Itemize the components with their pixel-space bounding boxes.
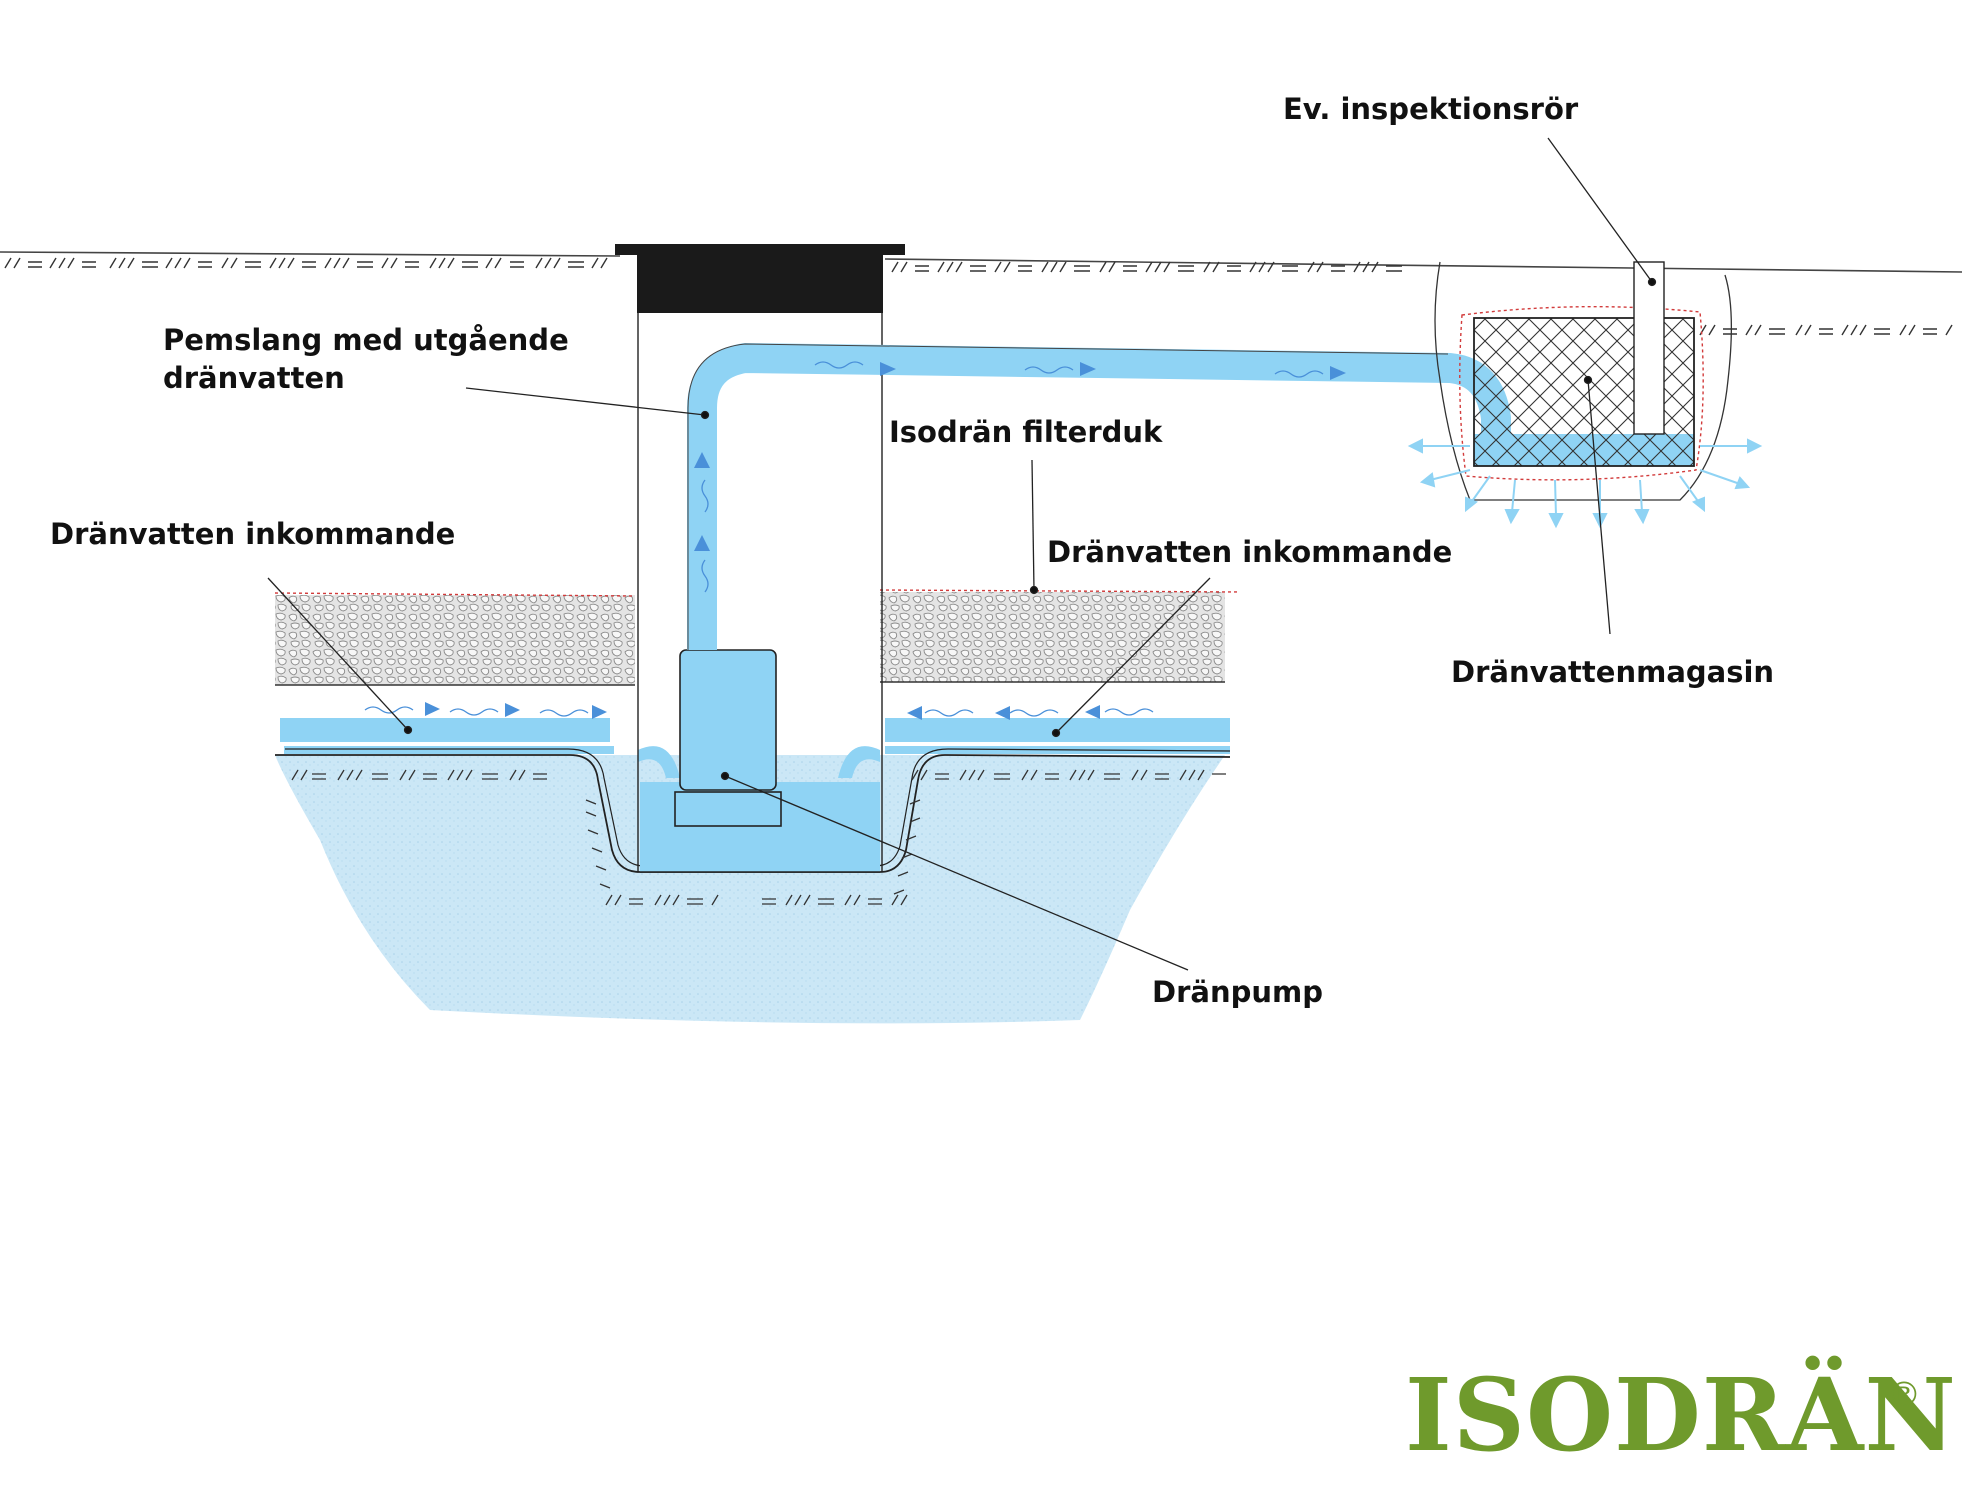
- flow-arrows-hose: [694, 361, 1346, 593]
- gravel-layer-right: [880, 592, 1225, 682]
- hose-edge: [687, 343, 1449, 650]
- drain-band-left-lower: [284, 746, 614, 754]
- isodran-logo: ISODRÄN: [1405, 1356, 1957, 1474]
- well-lid-rim: [615, 244, 905, 255]
- inlet-left: [638, 746, 680, 778]
- drain-band-left: [280, 718, 610, 742]
- registered-mark: ®: [1887, 1375, 1921, 1415]
- drain-pump-body: [679, 649, 777, 791]
- filter-cloth-right: [879, 589, 1241, 593]
- label-incoming-left: Dränvatten inkommande: [50, 517, 456, 551]
- surface-soil-hatching: [4, 257, 1953, 336]
- storage-filter-cloth: [1459, 305, 1704, 481]
- inlet-right: [838, 746, 880, 778]
- ground-soil-hatching: [291, 769, 1226, 906]
- ground-surface-line: [0, 251, 1962, 273]
- storage-excavation: [1434, 261, 1732, 501]
- filter-cloth-left: [274, 592, 636, 597]
- ground-water-body: [275, 755, 1225, 1024]
- label-inspection-pipe: Ev. inspektionsrör: [1283, 92, 1579, 126]
- outflow-arrows: [1407, 438, 1763, 529]
- leader-lines: [267, 137, 1657, 971]
- label-incoming-right: Dränvatten inkommande: [1047, 535, 1453, 569]
- label-hose-line1: Pemslang med utgående: [163, 323, 569, 357]
- drain-pump-base: [674, 791, 782, 827]
- well-lid: [637, 255, 883, 313]
- label-filter-cloth: Isodrän filterduk: [889, 415, 1163, 449]
- flow-arrows-incoming: [364, 702, 1154, 720]
- label-hose-line2: dränvatten: [163, 361, 345, 395]
- inspection-pipe: [1633, 261, 1665, 435]
- label-pump: Dränpump: [1152, 975, 1323, 1009]
- gravel-layer-left: [275, 595, 635, 685]
- label-storage: Dränvattenmagasin: [1451, 655, 1775, 689]
